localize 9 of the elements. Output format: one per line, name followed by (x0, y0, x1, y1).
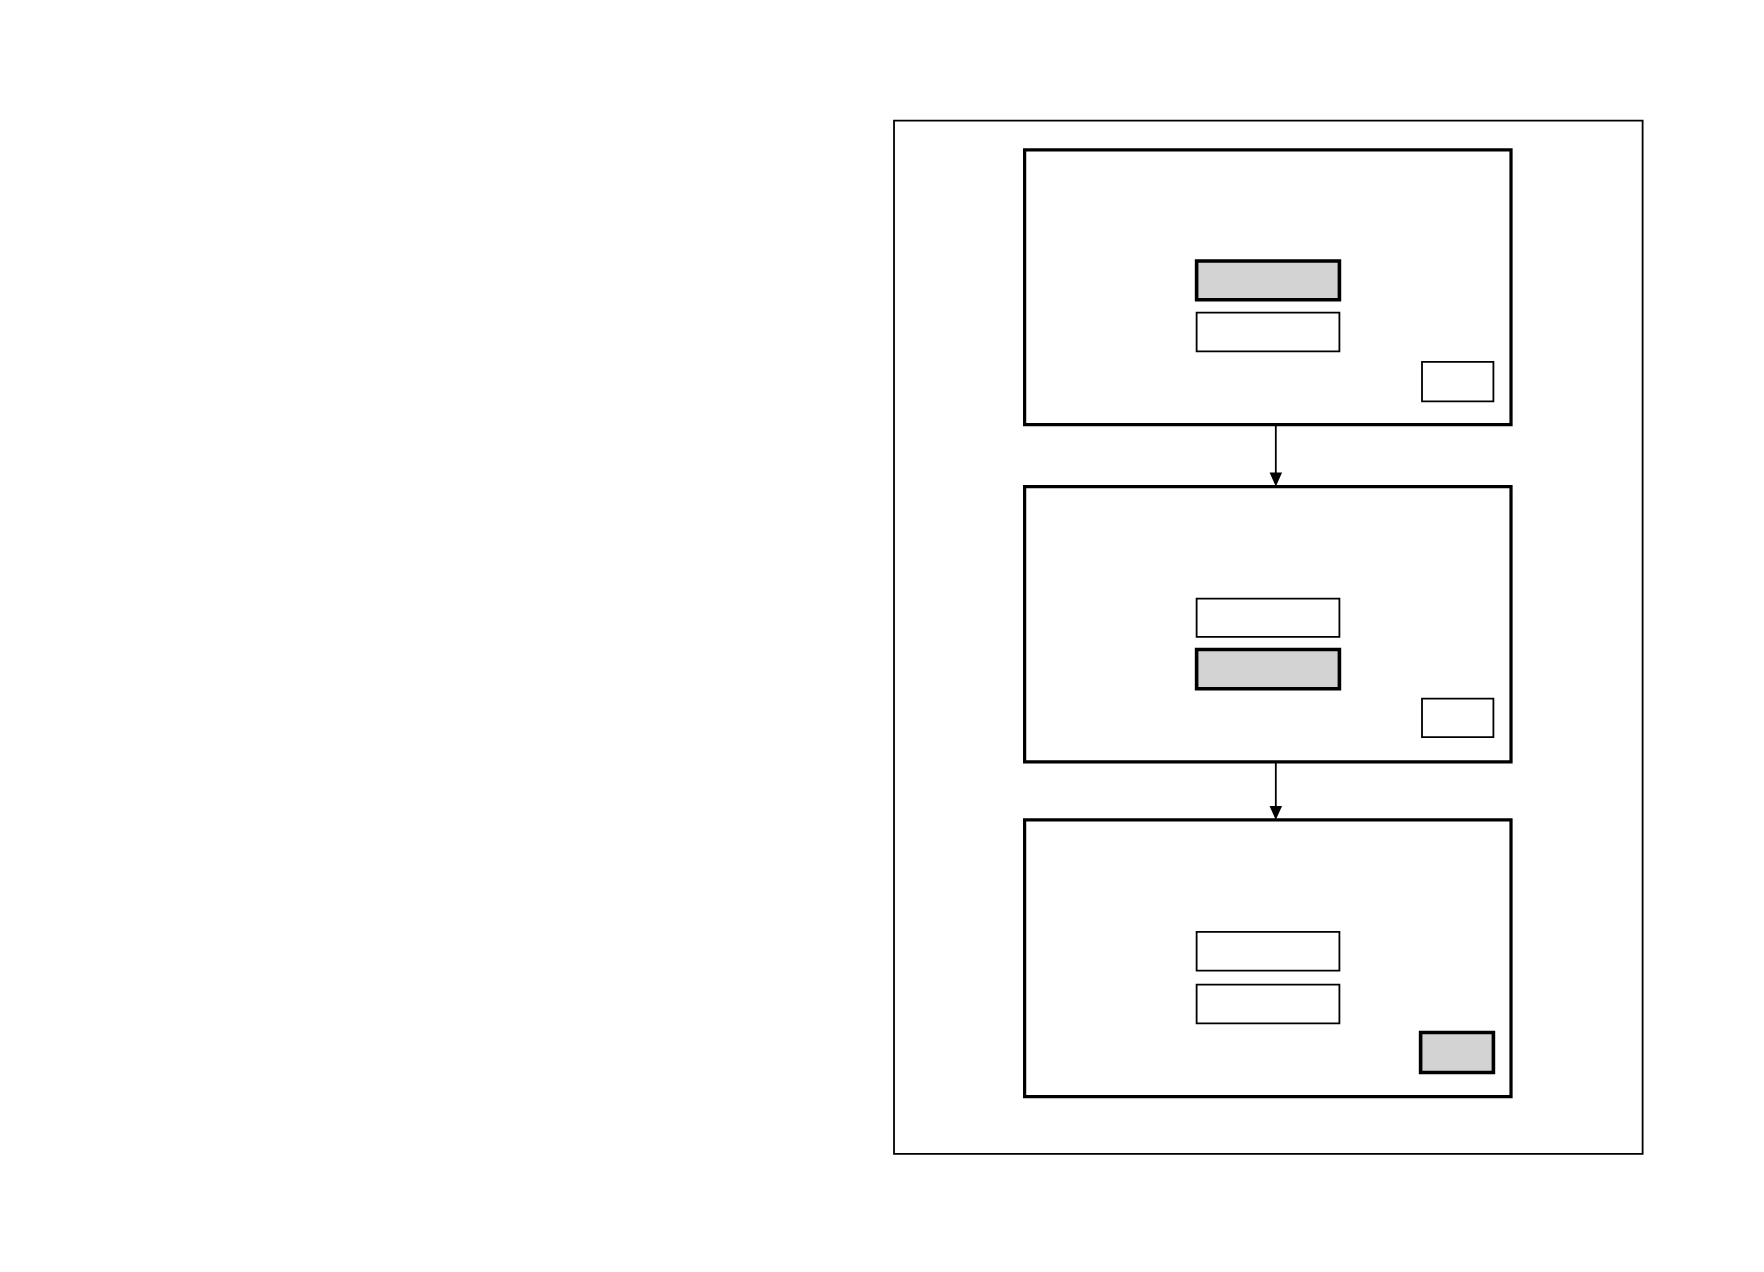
button-box (1421, 697, 1495, 739)
option-box (1195, 931, 1341, 972)
option-box (1194, 647, 1342, 691)
option-box (1195, 983, 1341, 1025)
button-box (1418, 1030, 1496, 1075)
option-box (1194, 259, 1342, 302)
option-box (1195, 311, 1341, 353)
option-box (1195, 597, 1341, 638)
button-box (1421, 361, 1495, 403)
